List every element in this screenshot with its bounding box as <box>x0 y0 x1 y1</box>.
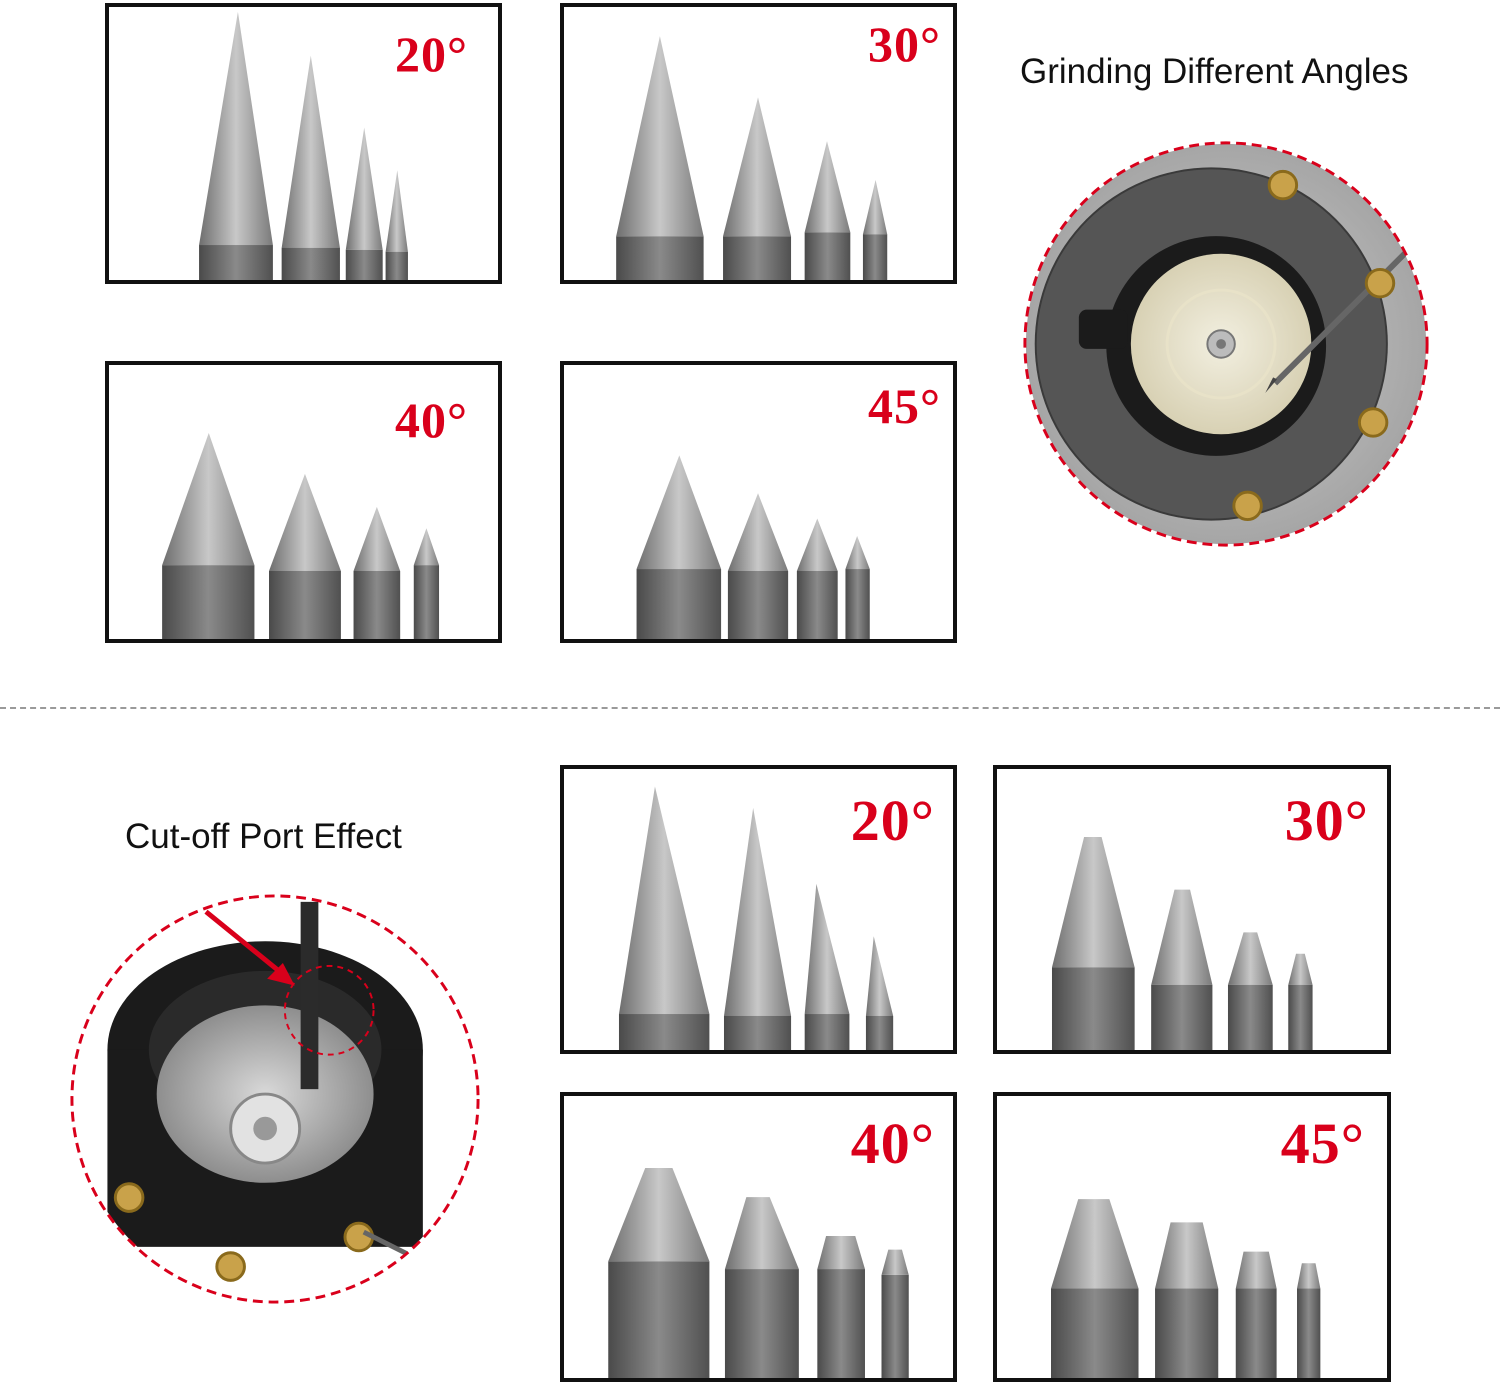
angle-label: 45° <box>1280 1111 1365 1176</box>
angle-label: 20° <box>850 788 935 853</box>
angle-label: 45° <box>868 378 941 434</box>
cutoff-port-photo <box>70 894 480 1304</box>
electrode-photo <box>636 455 870 639</box>
electrode-photo <box>199 11 408 280</box>
cutoff-panel-45: 45° <box>993 1092 1391 1382</box>
angle-label: 40° <box>395 392 468 448</box>
angle-label: 20° <box>395 26 468 82</box>
grinder-closeup-photo <box>1023 141 1429 547</box>
electrode-photo <box>618 786 894 1050</box>
electrode-panel-45: 45° <box>560 361 957 643</box>
angle-label: 30° <box>868 16 941 72</box>
electrode-panel-30: 30° <box>560 3 957 284</box>
electrode-panel-40: 40° <box>105 361 502 643</box>
electrode-photo <box>1051 1199 1321 1378</box>
section-divider <box>0 707 1500 709</box>
electrode-photo <box>162 433 440 639</box>
electrode-photo <box>616 36 888 280</box>
electrode-photo <box>608 1167 909 1378</box>
grinding-angles-caption: Grinding Different Angles <box>1020 52 1409 91</box>
cutoff-panel-30: 30° <box>993 765 1391 1054</box>
cutoff-panel-20: 20° <box>560 765 957 1054</box>
electrode-photo <box>1051 837 1313 1050</box>
electrode-panel-20: 20° <box>105 3 502 284</box>
angle-label: 40° <box>850 1111 935 1176</box>
angle-label: 30° <box>1284 788 1369 853</box>
cutoff-panel-40: 40° <box>560 1092 957 1382</box>
cutoff-port-caption: Cut-off Port Effect <box>125 817 402 856</box>
